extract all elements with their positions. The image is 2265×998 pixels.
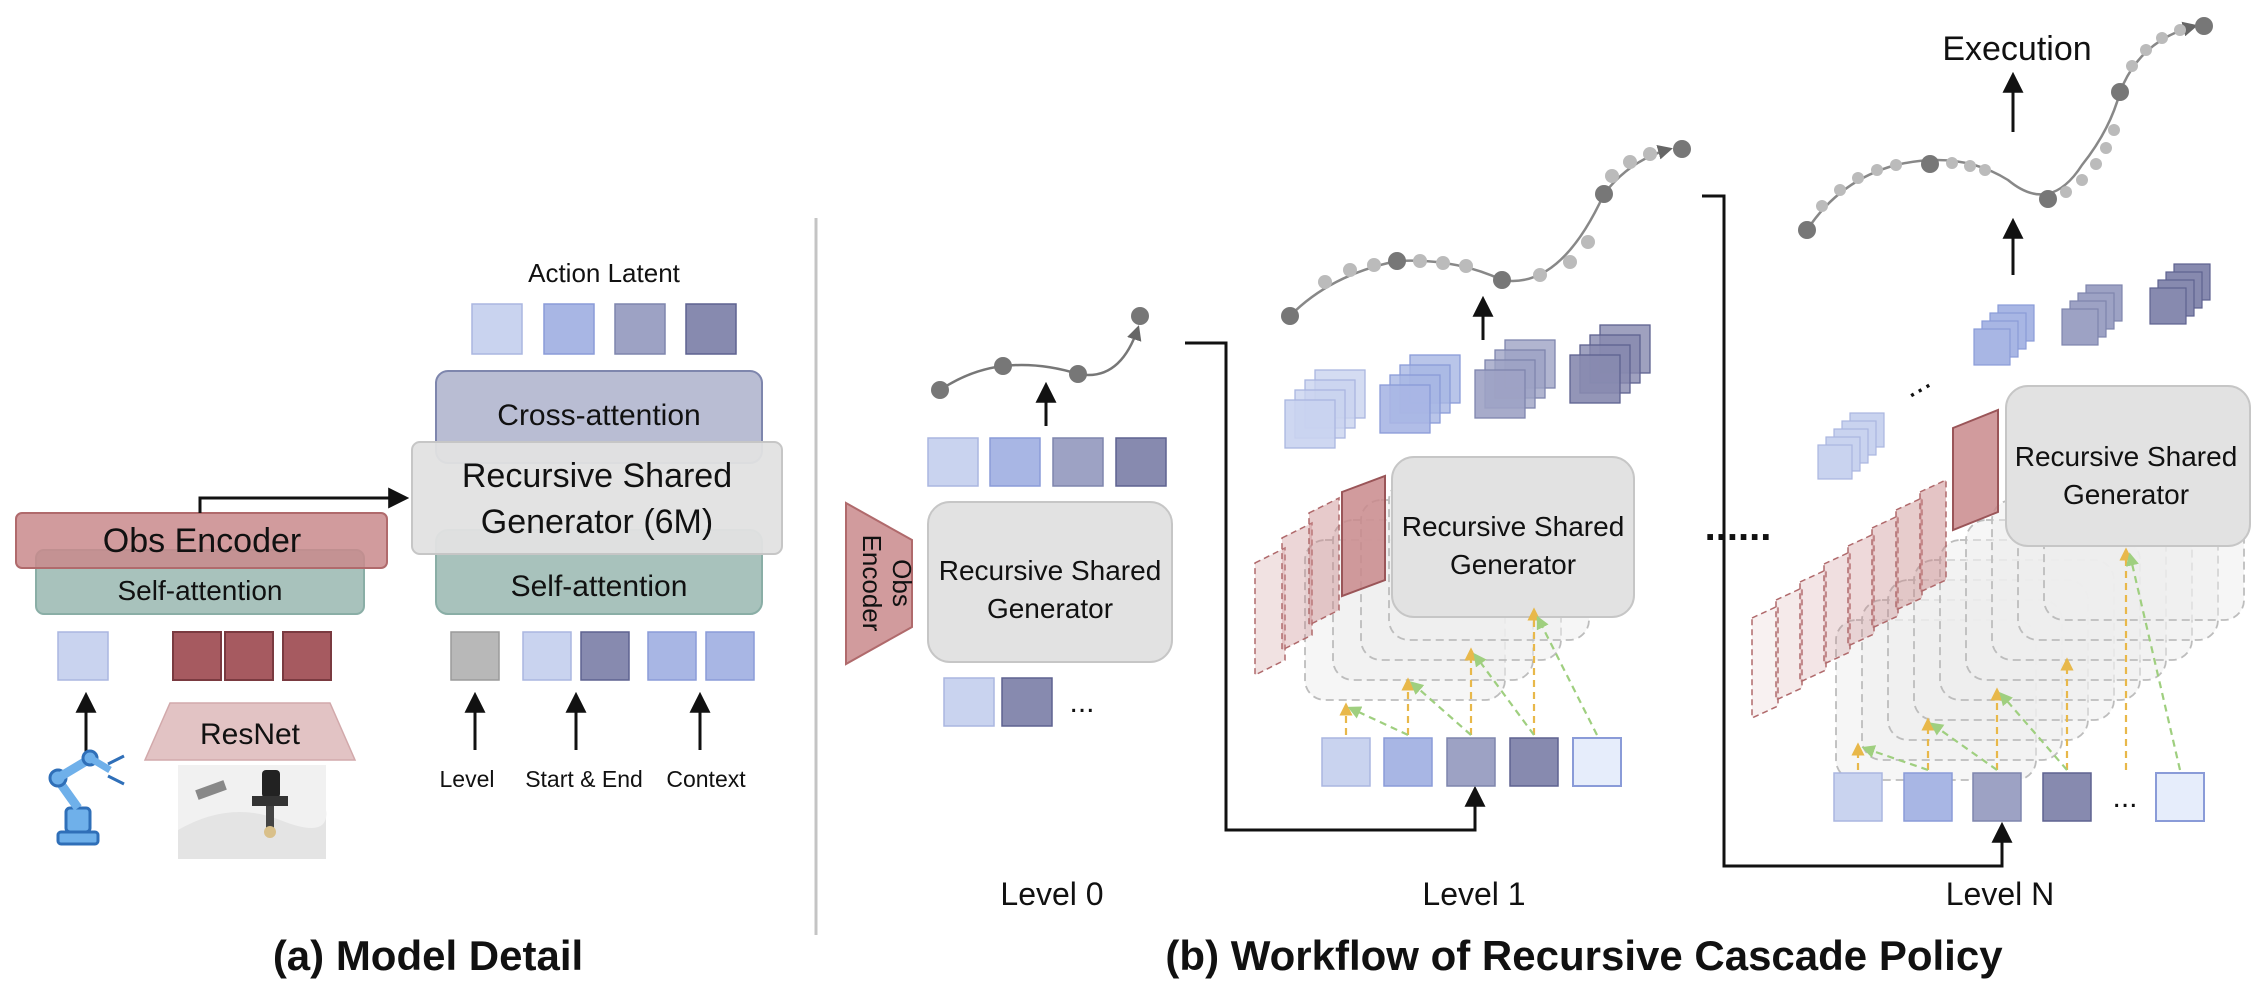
- levelN-in-token-2: [1903, 772, 1953, 822]
- resnet-label: ResNet: [200, 718, 301, 751]
- level-1-group: Recursive Shared Generator: [1254, 140, 1691, 912]
- panel-a-model-detail: Self-attention Obs Encoder ResNet: [15, 258, 783, 979]
- level1-in-token-5: [1572, 737, 1622, 787]
- levelN-out-stack-3: [2149, 263, 2211, 325]
- level0-in-token-1: [943, 677, 995, 727]
- input-label-level: Level: [440, 766, 495, 792]
- action-latent-token-2: [543, 303, 595, 355]
- level0-out-token-4: [1115, 437, 1167, 487]
- level1-obs-encoder: [1341, 474, 1386, 598]
- start-token: [522, 631, 572, 681]
- robot-arm-icon: [48, 749, 125, 846]
- level0-generator: [927, 501, 1173, 663]
- level1-in-token-1: [1321, 737, 1371, 787]
- levelN-in-token-1: [1833, 772, 1883, 822]
- level0-out-token-3: [1052, 437, 1104, 487]
- self-attention-right-label: Self-attention: [511, 570, 688, 603]
- obs-to-generator-arrow: [198, 487, 410, 513]
- cross-attention-label: Cross-attention: [497, 399, 700, 432]
- level1-generator: [1391, 456, 1635, 618]
- level0-trajectory: [939, 325, 1142, 392]
- image-token-1: [172, 631, 222, 681]
- levelN-in-token-3: [1972, 772, 2022, 822]
- level-0-group: Obs Encoder Recursive Shared Generator .…: [845, 307, 1486, 912]
- resnet-block: [143, 702, 357, 761]
- level0-in-token-2: [1001, 677, 1053, 727]
- level0-in-ellipsis: ...: [1069, 686, 1094, 719]
- levelN-ghost-obs-encoders: [1751, 478, 1947, 720]
- context-token-1: [647, 631, 697, 681]
- level-N-group: Recursive Shared Generator ...: [1751, 17, 2251, 912]
- proprio-token: [57, 631, 109, 681]
- levelN-label: Level N: [1946, 876, 2055, 912]
- image-token-2: [224, 631, 274, 681]
- level0-obs-encoder-line2: Encoder: [857, 535, 887, 632]
- generator-label-line2: Generator (6M): [481, 503, 713, 541]
- camera-image: [178, 765, 327, 859]
- level0-waypoints: [931, 307, 1149, 399]
- levelN-out-stack-1: [1973, 304, 2035, 366]
- level1-waypoints: [1281, 140, 1691, 325]
- level1-label: Level 1: [1422, 876, 1525, 912]
- end-token: [580, 631, 630, 681]
- level0-out-token-2: [989, 437, 1041, 487]
- panel-a-caption: (a) Model Detail: [273, 932, 583, 979]
- levelN-generator: [2005, 385, 2251, 547]
- levelN-in-ellipsis: ...: [2112, 781, 2137, 814]
- level1-in-token-4: [1509, 737, 1559, 787]
- level1-to-levelN-connector: [1702, 194, 2013, 868]
- action-latent-token-3: [614, 303, 666, 355]
- level1-dashed-arrows: [1339, 607, 1598, 736]
- input-label-context: Context: [666, 766, 746, 792]
- level0-generator-line1: Recursive Shared: [939, 555, 1162, 586]
- level1-out-stack-2: [1379, 354, 1461, 434]
- context-token-2: [705, 631, 755, 681]
- obs-encoder-label: Obs Encoder: [103, 522, 301, 560]
- level1-generator-line2: Generator: [1450, 549, 1576, 580]
- levelN-generator-line2: Generator: [2063, 479, 2189, 510]
- level-token: [450, 631, 500, 681]
- generator-label-line1: Recursive Shared: [462, 457, 732, 495]
- level1-out-stack-1: [1284, 369, 1366, 449]
- level0-label: Level 0: [1000, 876, 1103, 912]
- level1-in-token-2: [1383, 737, 1433, 787]
- levelN-dashed-arrows: [1851, 547, 2182, 772]
- self-attention-left-label: Self-attention: [118, 575, 283, 606]
- panel-b-workflow: Obs Encoder Recursive Shared Generator .…: [845, 17, 2251, 979]
- execution-label: Execution: [1942, 30, 2091, 68]
- action-latent-label: Action Latent: [528, 258, 681, 288]
- generator-block: [411, 441, 783, 555]
- level1-generator-line1: Recursive Shared: [1402, 511, 1625, 542]
- level0-obs-encoder-line1: Obs: [887, 559, 917, 607]
- action-latent-token-1: [471, 303, 523, 355]
- level1-out-stack-4: [1569, 324, 1651, 404]
- level0-generator-line2: Generator: [987, 593, 1113, 624]
- level1-ghost-obs-encoders: [1254, 496, 1340, 677]
- levelN-generator-line1: Recursive Shared: [2015, 441, 2238, 472]
- image-token-3: [282, 631, 332, 681]
- levelN-left-small-stack: [1817, 412, 1885, 480]
- level0-obs-encoder: [845, 501, 913, 666]
- levelN-waypoints: [1798, 17, 2213, 239]
- levelN-stack-ellipsis: ...: [1895, 360, 1936, 405]
- level1-out-stack-3: [1474, 339, 1556, 419]
- level0-to-level1-connector: [1185, 341, 1486, 832]
- levels-dots-separator: ......: [1705, 505, 1772, 549]
- input-label-start-end: Start & End: [525, 766, 643, 792]
- panel-b-caption: (b) Workflow of Recursive Cascade Policy: [1165, 932, 2003, 979]
- levelN-out-stack-2: [2061, 284, 2123, 346]
- levelN-obs-encoder: [1952, 408, 1999, 532]
- action-latent-token-4: [685, 303, 737, 355]
- levelN-in-token-5: [2155, 772, 2205, 822]
- level1-in-token-3: [1446, 737, 1496, 787]
- levelN-in-token-4: [2042, 772, 2092, 822]
- level0-out-token-1: [927, 437, 979, 487]
